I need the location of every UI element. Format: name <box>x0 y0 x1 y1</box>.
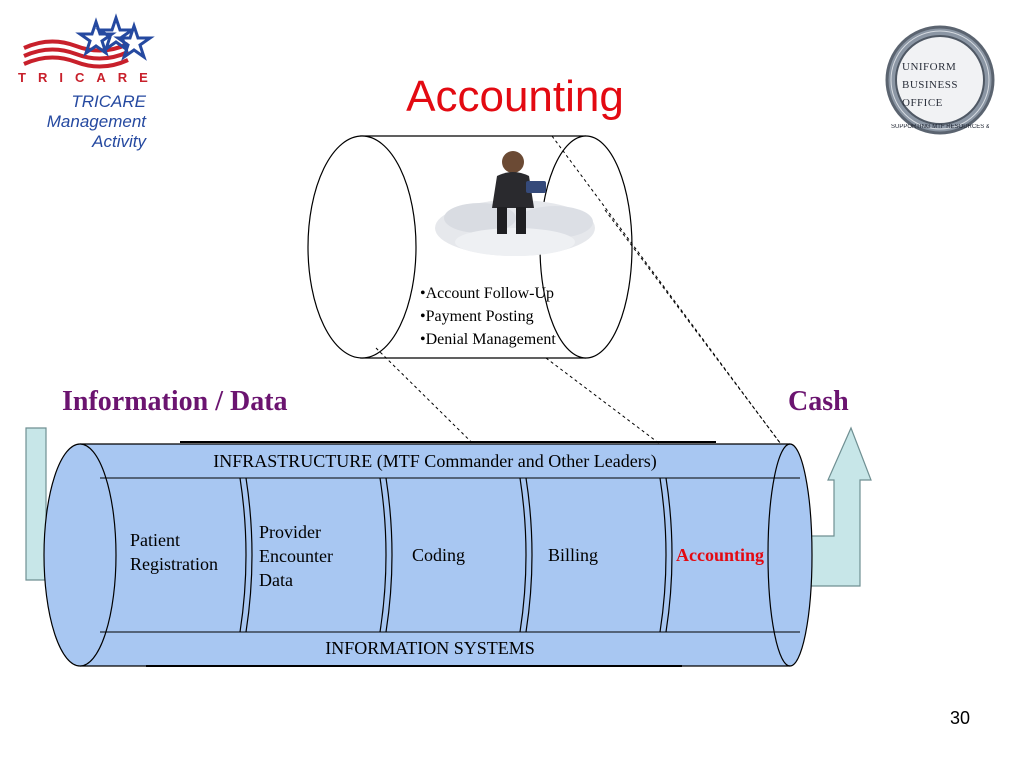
tricare-subtitle: TRICARE Management Activity <box>10 92 146 152</box>
stage-label-line: Accounting <box>676 545 765 565</box>
stage-divider <box>245 477 253 633</box>
stage-divider <box>659 477 667 633</box>
stage-patient-registration: Patient Registration <box>130 528 218 576</box>
process-cylinder <box>43 441 813 667</box>
paper-pile <box>455 228 575 256</box>
person-folder <box>526 181 546 193</box>
stage-billing: Billing <box>548 543 598 567</box>
process-cylinder-right-end <box>767 443 813 667</box>
seal-line-uniform: UNIFORM <box>902 61 957 73</box>
ubo-seal-graphic <box>885 25 995 135</box>
stage-label-line: Provider <box>259 522 321 542</box>
stage-label-line: Billing <box>548 545 599 565</box>
stage-divider <box>379 477 387 633</box>
output-arrow-icon <box>805 426 872 587</box>
logo-stripe <box>23 55 129 69</box>
infrastructure-band: INFRASTRUCTURE (MTF Commander and Other … <box>213 451 657 471</box>
logo-star-icon <box>113 21 155 61</box>
output-label: Cash <box>788 386 849 417</box>
seal-line-business: BUSINESS <box>902 79 958 91</box>
accounting-task-list: •Account Follow-Up •Payment Posting •Den… <box>420 282 620 351</box>
input-label: Information / Data <box>62 386 288 417</box>
seal-line-office: OFFICE <box>902 97 943 109</box>
projection-line <box>545 357 661 445</box>
task-item: •Denial Management <box>420 331 556 348</box>
tricare-wordmark: TRICARE <box>18 70 160 85</box>
task-item: •Account Follow-Up <box>420 285 555 302</box>
page-number: 30 <box>949 708 970 728</box>
task-item: •Payment Posting <box>420 308 534 325</box>
logo-stripe <box>23 47 129 61</box>
zoom-cylinder <box>307 135 633 359</box>
seal-inner-disc <box>895 35 985 125</box>
stage-divider <box>385 477 393 633</box>
information-systems-band: INFORMATION SYSTEMS <box>325 638 535 658</box>
ubo-seal-text: UNIFORM BUSINESS OFFICE <box>902 58 982 112</box>
stage-label-line: Encounter <box>259 546 333 566</box>
stage-label-line: Registration <box>130 554 218 574</box>
stage-divider <box>525 477 533 633</box>
slide-title: Accounting <box>406 72 624 121</box>
logo-stripe <box>23 39 129 53</box>
seal-ring-line <box>890 30 990 130</box>
tricare-subtitle-line: Activity <box>92 132 146 151</box>
stage-label-line: Patient <box>130 530 180 550</box>
person-head <box>502 151 524 173</box>
stage-divider <box>239 477 247 633</box>
person-paperwork-icon <box>435 151 595 256</box>
stage-accounting: Accounting <box>676 543 764 567</box>
stage-divider <box>665 477 673 633</box>
tricare-subtitle-line: TRICARE <box>71 92 146 111</box>
person-torso <box>492 172 534 208</box>
stage-label-line: Data <box>259 570 293 590</box>
projection-line <box>604 209 803 473</box>
zoom-cylinder-left-end <box>307 135 417 359</box>
person-leg <box>516 207 526 234</box>
process-cylinder-left-end <box>43 443 117 667</box>
person-leg <box>497 207 507 234</box>
tricare-subtitle-line: Management <box>46 112 146 131</box>
seal-ring-text: SUPPORTING MTF RESOURCES & BUSINESS PERF… <box>891 124 989 130</box>
tricare-logo-graphic <box>23 13 155 69</box>
stage-coding: Coding <box>412 543 465 567</box>
logo-star-icon <box>95 13 137 53</box>
stage-divider <box>519 477 527 633</box>
stage-provider-encounter-data: Provider Encounter Data <box>259 520 333 592</box>
stage-label-line: Coding <box>412 545 466 565</box>
